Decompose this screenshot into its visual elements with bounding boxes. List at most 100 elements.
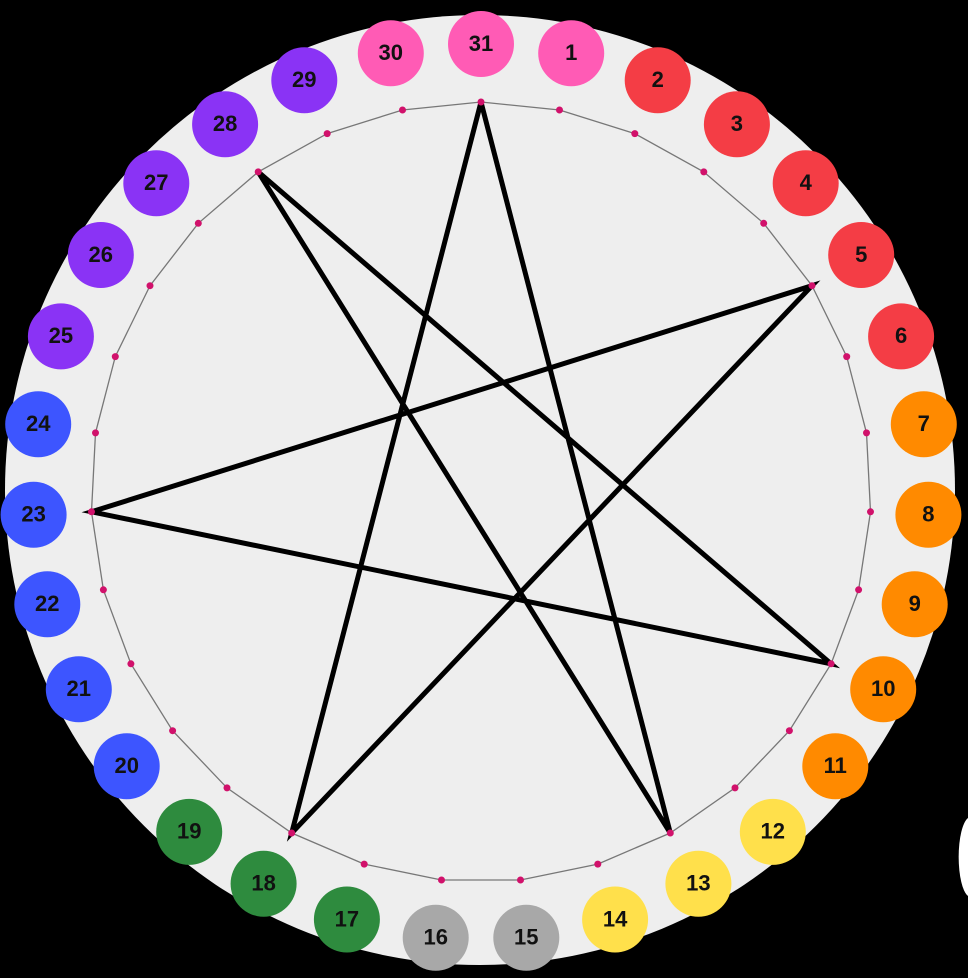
node-26: 26	[67, 222, 134, 288]
ring-dot-6	[843, 353, 851, 361]
edge-circle-fragment	[958, 818, 968, 896]
node-label: 18	[251, 871, 275, 896]
node-label: 14	[603, 906, 628, 931]
ring-dot-14	[594, 860, 602, 868]
node-20: 20	[93, 733, 160, 800]
node-2: 2	[624, 47, 691, 114]
ring-dot-22	[99, 586, 107, 594]
node-label: 30	[379, 40, 403, 65]
node-circle	[5, 391, 72, 458]
ring-dot-9	[855, 586, 863, 594]
node-9: 9	[881, 571, 948, 638]
node-circle	[895, 481, 962, 548]
ring-dot-16	[438, 876, 445, 884]
ring-dot-24	[92, 429, 99, 437]
node-24: 24	[5, 391, 72, 458]
node-label: 1	[565, 40, 577, 65]
ring-dot-18	[288, 829, 296, 837]
node-label: 11	[824, 753, 847, 778]
node-16: 16	[402, 904, 469, 971]
node-label: 8	[922, 502, 934, 527]
ring-dots	[88, 98, 874, 884]
node-30: 30	[357, 20, 424, 87]
ring-dot-25	[111, 353, 119, 361]
ring-dot-17	[360, 860, 368, 868]
node-7: 7	[890, 391, 957, 458]
node-circle	[156, 798, 223, 865]
node-12: 12	[739, 798, 806, 865]
node-label: 26	[89, 242, 113, 267]
node-8: 8	[895, 481, 962, 548]
node-label: 7	[918, 411, 930, 436]
node-10: 10	[850, 656, 917, 723]
ring-dot-12	[731, 784, 739, 792]
ring-dot-5	[808, 282, 816, 290]
node-circle	[45, 656, 112, 723]
ring-dot-20	[169, 727, 177, 735]
node-label: 23	[21, 502, 45, 527]
star-path	[81, 101, 841, 842]
node-label: 22	[35, 591, 59, 616]
node-circle	[703, 91, 770, 158]
node-label: 31	[469, 31, 493, 56]
ring-dot-13	[666, 829, 674, 837]
ring-dot-15	[517, 876, 524, 884]
node-23: 23	[0, 481, 67, 548]
node-label: 25	[49, 323, 73, 348]
ring-dot-28	[254, 168, 262, 176]
ring-dot-2	[631, 130, 639, 138]
node-circle	[123, 150, 190, 217]
node-14: 14	[582, 886, 649, 953]
ring-dot-11	[785, 727, 793, 735]
node-circle	[93, 733, 160, 800]
ring-dot-10	[827, 660, 835, 668]
ring-dot-23	[88, 508, 95, 516]
node-circle	[850, 656, 917, 723]
node-circle	[772, 150, 839, 217]
ring-dot-30	[399, 106, 406, 114]
ring-dot-21	[127, 660, 135, 668]
node-label: 10	[871, 676, 895, 701]
node-circle	[448, 11, 514, 77]
node-6: 6	[868, 303, 935, 370]
node-circle	[890, 391, 957, 458]
node-27: 27	[123, 150, 190, 217]
background-disc	[5, 15, 955, 965]
node-circle	[881, 571, 948, 638]
node-label: 29	[292, 67, 316, 92]
ring-dot-26	[146, 282, 154, 290]
node-label: 20	[114, 753, 138, 778]
node-label: 24	[26, 411, 51, 436]
node-25: 25	[27, 303, 94, 370]
node-17: 17	[313, 886, 380, 953]
node-label: 15	[514, 925, 538, 950]
node-label: 9	[909, 591, 921, 616]
node-label: 4	[800, 170, 813, 195]
ring-dot-27	[194, 219, 202, 227]
node-circle	[14, 571, 81, 638]
node-circle	[67, 222, 134, 288]
node-label: 12	[761, 819, 785, 844]
ring-dot-4	[760, 219, 768, 227]
node-19: 19	[156, 798, 223, 865]
ring-dot-3	[700, 168, 708, 176]
number-nodes: 1234567891011121314151617181920212223242…	[0, 11, 962, 971]
node-29: 29	[271, 47, 338, 114]
node-label: 21	[67, 676, 91, 701]
node-circle	[802, 733, 869, 800]
node-circle	[828, 222, 895, 288]
node-circle	[271, 47, 338, 114]
node-28: 28	[192, 91, 259, 158]
node-label: 28	[213, 111, 237, 136]
node-4: 4	[772, 150, 839, 217]
node-label: 16	[423, 925, 447, 950]
node-circle	[493, 904, 560, 971]
node-label: 13	[686, 871, 710, 896]
node-11: 11	[802, 733, 869, 800]
node-circle	[192, 91, 259, 158]
ring-dot-7	[863, 429, 870, 437]
node-31: 31	[448, 11, 514, 77]
node-label: 27	[144, 170, 168, 195]
node-1: 1	[538, 20, 605, 87]
